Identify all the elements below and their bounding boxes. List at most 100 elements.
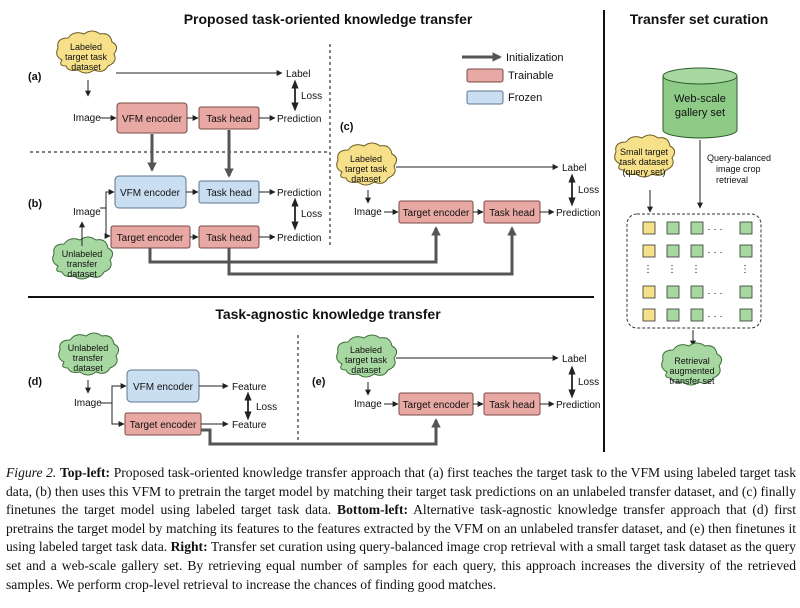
loss-text-d: Loss <box>256 402 277 413</box>
title-agnostic: Task-agnostic knowledge transfer <box>215 306 441 322</box>
retrieved-crop-cell <box>690 308 704 322</box>
svg-text:Task head: Task head <box>206 114 252 125</box>
image-text-a: Image <box>73 113 101 124</box>
label-text-e: Label <box>562 354 586 365</box>
loss-text-c: Loss <box>578 185 599 196</box>
title-curation: Transfer set curation <box>630 11 769 27</box>
caption-topleft-body: Proposed task-oriented knowledge transfe… <box>6 465 796 518</box>
svg-text:Task head: Task head <box>489 208 535 219</box>
image-text-e: Image <box>354 399 382 410</box>
query-crop-cell <box>642 308 656 322</box>
retrieval-note: Query-balanced image crop retrieval <box>707 153 774 185</box>
figure-diagram: Proposed task-oriented knowledge transfe… <box>28 10 774 452</box>
loss-text-e: Loss <box>578 377 599 388</box>
query-crop-cell <box>642 221 656 235</box>
prediction-text-a: Prediction <box>277 114 321 125</box>
prediction-text-b2: Prediction <box>277 233 321 244</box>
retrieved-crop-cell <box>690 285 704 299</box>
grid-horizontal-ellipsis: · · · <box>707 288 723 299</box>
label-e: (e) <box>312 376 326 388</box>
retrieved-crop-cell <box>739 308 753 322</box>
image-text-d: Image <box>74 398 102 409</box>
grid-vertical-ellipsis: ⋮ <box>643 264 653 275</box>
grid-horizontal-ellipsis: · · · <box>707 311 723 322</box>
legend-frozen-swatch <box>466 90 504 105</box>
retrieved-crop-cell <box>666 244 680 258</box>
prediction-text-b1: Prediction <box>277 188 321 199</box>
label-text-c: Label <box>562 163 586 174</box>
retrieved-crop-cell <box>690 244 704 258</box>
retrieval-grid-frame <box>626 213 762 329</box>
svg-text:Target encoder: Target encoder <box>403 208 470 219</box>
grid-horizontal-ellipsis: · · · <box>707 247 723 258</box>
caption-bottomleft-body: Alternative task-agnostic knowledge tran… <box>6 502 796 555</box>
grid-vertical-ellipsis: ⋮ <box>691 264 701 275</box>
init-arrow-target-encoder <box>148 226 441 264</box>
label-text-a: Label <box>286 69 310 80</box>
grid-vertical-ellipsis: ⋮ <box>740 264 750 275</box>
svg-text:Task head: Task head <box>206 188 252 199</box>
legend-trainable-swatch <box>466 68 504 83</box>
label-d: (d) <box>28 376 42 388</box>
caption-right-head: Right: <box>170 539 208 555</box>
label-b: (b) <box>28 198 42 210</box>
svg-text:Target encoder: Target encoder <box>117 233 184 244</box>
title-proposed: Proposed task-oriented knowledge transfe… <box>184 11 473 27</box>
image-text-c: Image <box>354 207 382 218</box>
retrieved-crop-cell <box>666 308 680 322</box>
svg-text:Target encoder: Target encoder <box>403 400 470 411</box>
caption-right-body: Transfer set curation using query-balanc… <box>6 539 796 592</box>
retrieved-crop-cell <box>739 285 753 299</box>
svg-text:Task head: Task head <box>206 233 252 244</box>
image-text-b: Image <box>73 207 101 218</box>
figure-caption: Figure 2. Top-left: Proposed task-orient… <box>6 464 796 594</box>
retrieval-grid: · · · · · · ⋮ ⋮ ⋮ ⋮ · · · · · · <box>642 221 753 322</box>
feature-text-d1: Feature <box>232 382 267 393</box>
legend-frozen-label: Frozen <box>508 92 542 104</box>
prediction-text-c: Prediction <box>556 208 600 219</box>
svg-text:VFM encoder: VFM encoder <box>122 114 183 125</box>
query-crop-cell <box>642 244 656 258</box>
legend-initialization-label: Initialization <box>506 52 563 64</box>
prediction-text-e: Prediction <box>556 400 600 411</box>
init-arrow-task-head <box>227 226 517 276</box>
caption-figure-label: Figure 2. <box>6 465 57 480</box>
caption-topleft-head: Top-left: <box>59 465 111 480</box>
svg-text:Target encoder: Target encoder <box>130 420 197 431</box>
svg-text:Task head: Task head <box>489 400 535 411</box>
label-c: (c) <box>340 121 354 133</box>
retrieved-crop-cell <box>666 285 680 299</box>
retrieved-crop-cell <box>739 244 753 258</box>
loss-text-a: Loss <box>301 91 322 102</box>
retrieved-crop-cell <box>690 221 704 235</box>
retrieved-crop-cell <box>739 221 753 235</box>
svg-text:VFM encoder: VFM encoder <box>120 188 181 199</box>
label-a: (a) <box>28 71 42 83</box>
retrieved-crop-cell <box>666 221 680 235</box>
loss-text-b: Loss <box>301 209 322 220</box>
svg-text:VFM encoder: VFM encoder <box>133 382 194 393</box>
legend-trainable-label: Trainable <box>508 70 553 82</box>
init-arrow-d-to-e <box>201 418 441 446</box>
grid-vertical-ellipsis: ⋮ <box>667 264 677 275</box>
feature-text-d2: Feature <box>232 420 267 431</box>
caption-bottomleft-head: Bottom-left: <box>337 502 409 518</box>
query-crop-cell <box>642 285 656 299</box>
grid-horizontal-ellipsis: · · · <box>707 224 723 235</box>
